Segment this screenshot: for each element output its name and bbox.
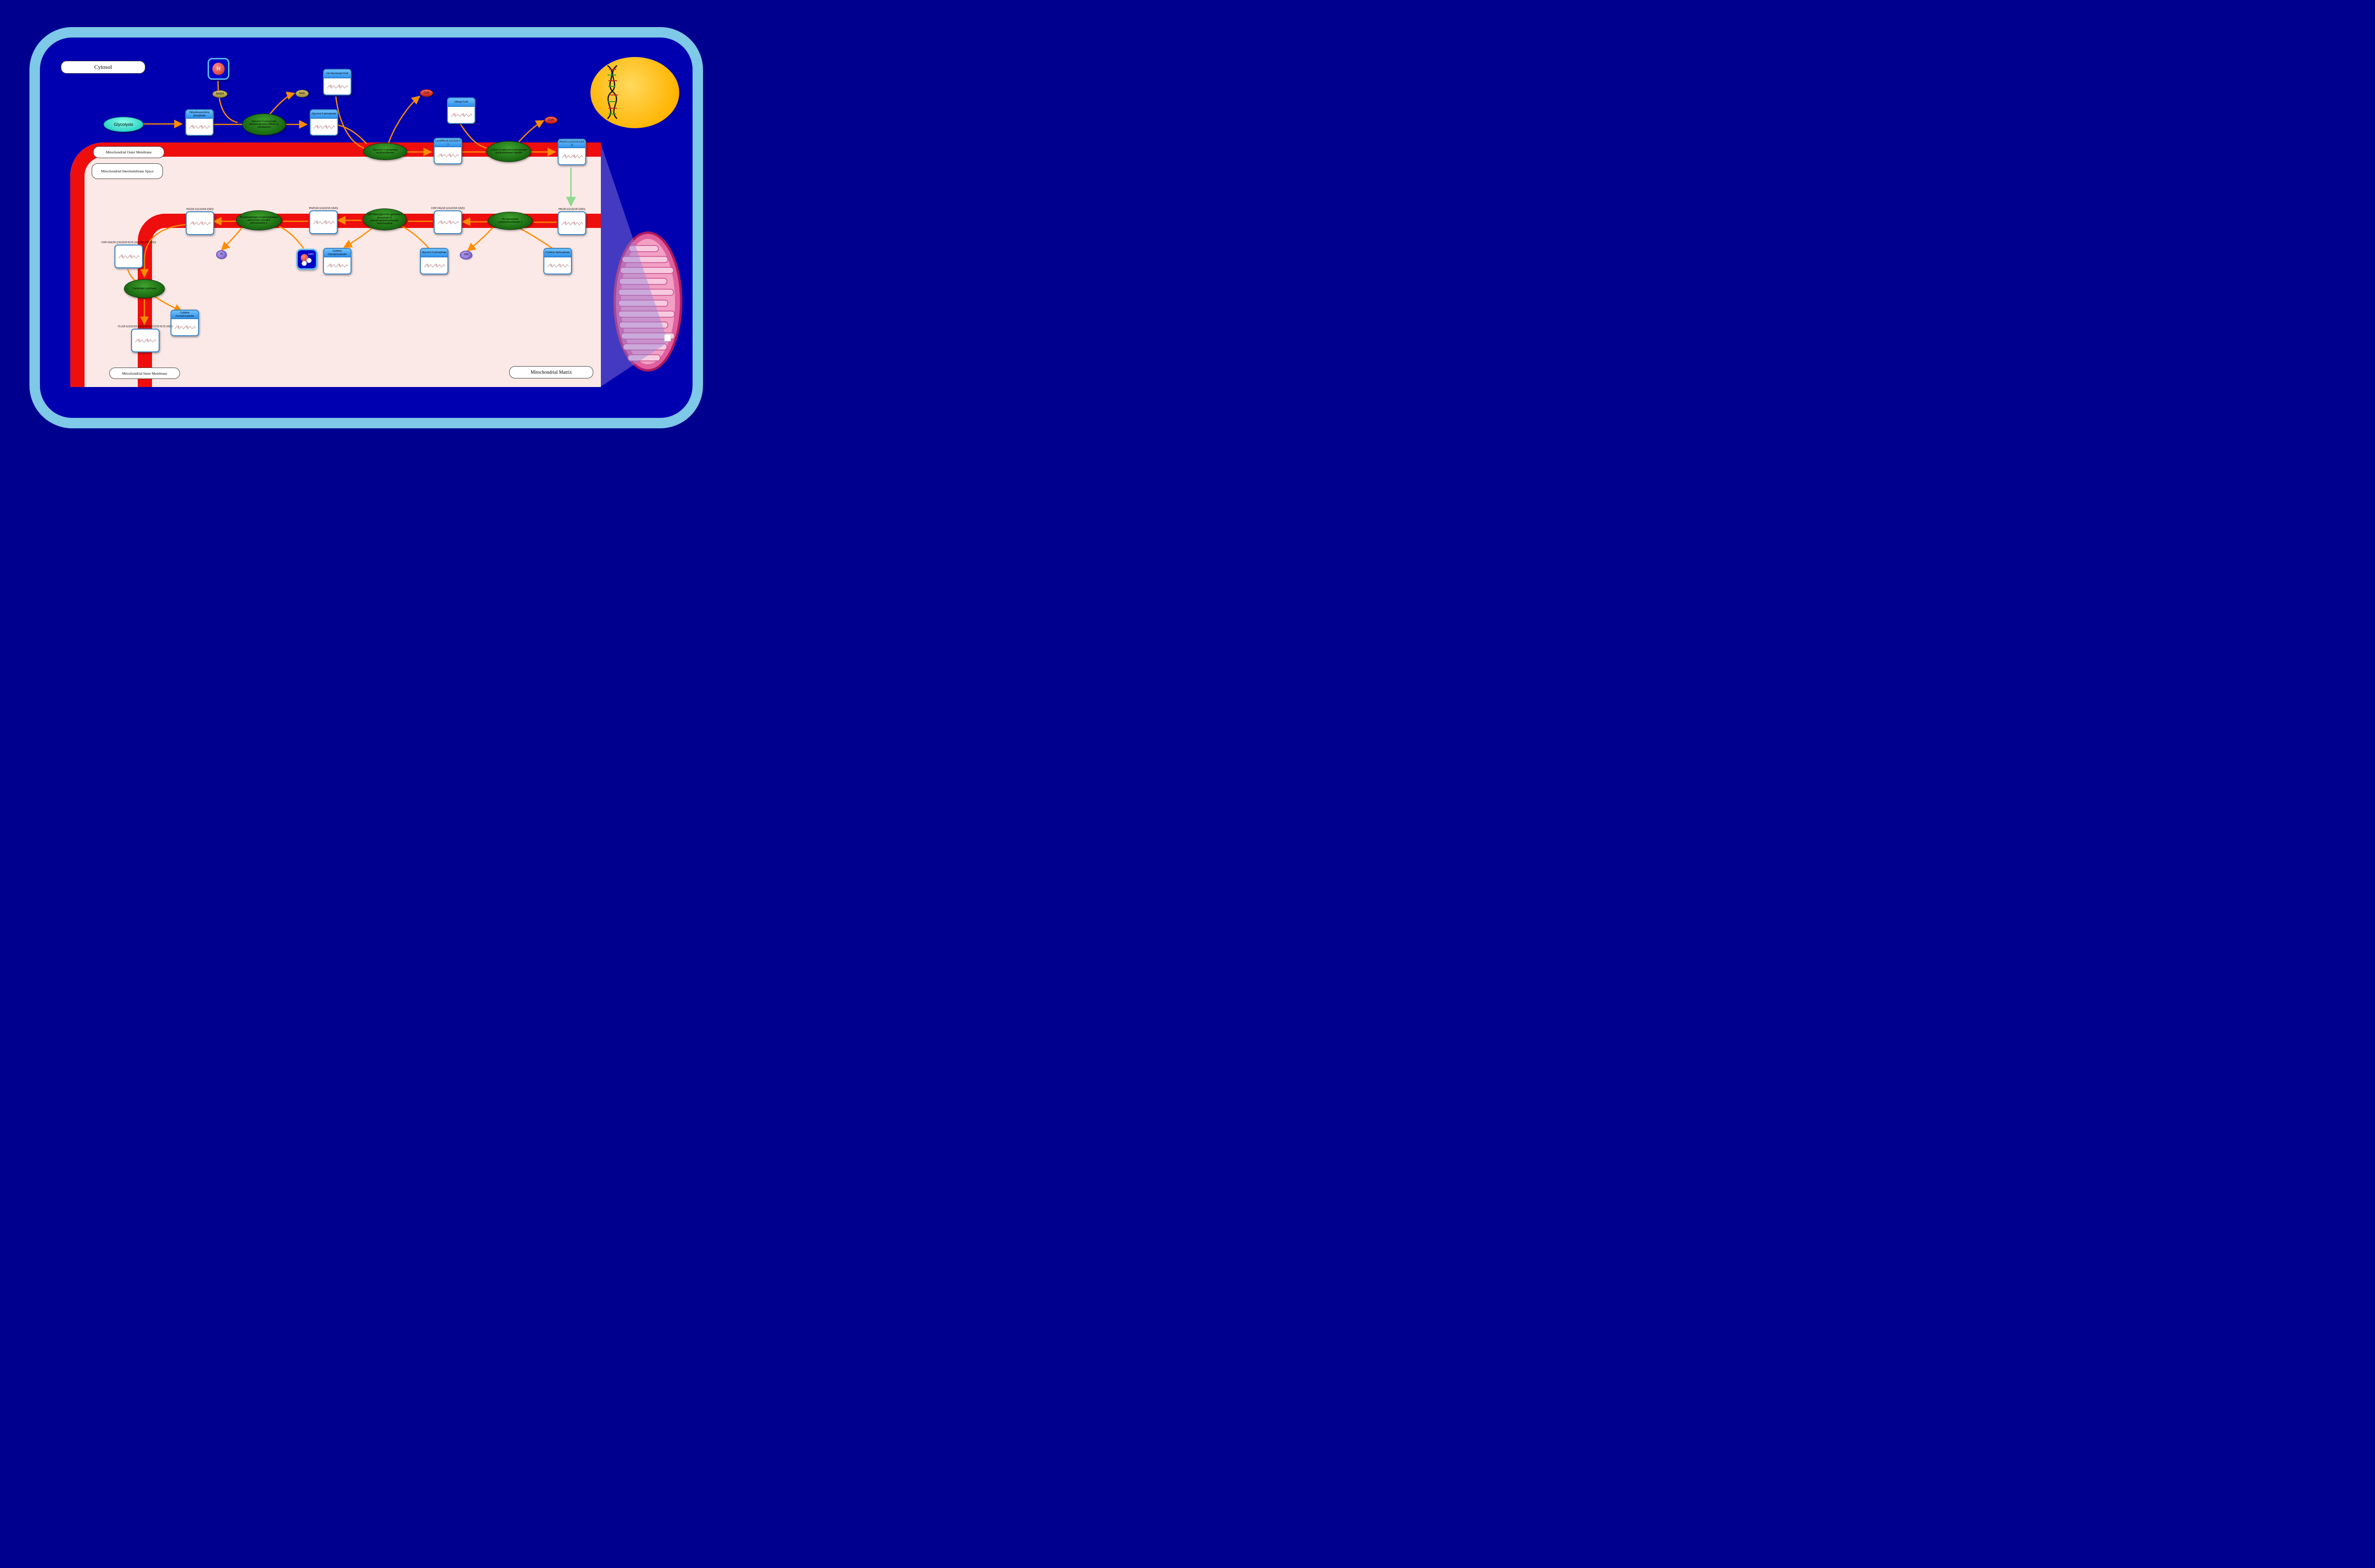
structure-thumbnail <box>561 217 583 229</box>
structure-thumbnail <box>189 121 210 132</box>
nadh-node[interactable]: NADH <box>212 90 228 98</box>
lysopa-box[interactable]: LysoPA(18:1(11Z)/0:0) <box>434 138 462 164</box>
g3p-cytosol-box[interactable]: Glycerol 3-phosphate <box>310 109 338 136</box>
hydrogen-ion: H <box>212 63 225 75</box>
cmp-matrix-box[interactable]: Cytidine monophosphate <box>323 248 352 274</box>
g3p-matrix-box[interactable]: Glycerol 3-phosphate <box>420 248 448 274</box>
cis-vaccenoyl-coa-box[interactable]: cis-Vaccenoyl-CoA <box>323 69 352 95</box>
proton-icon[interactable]: H <box>208 58 229 80</box>
structure-thumbnail <box>174 321 196 333</box>
structure-thumbnail <box>326 81 348 92</box>
structure-thumbnail <box>437 150 459 161</box>
pyrophosphate-node[interactable]: PPi <box>460 251 472 259</box>
dhap-box[interactable]: Dihydoxyacetone phosphate <box>185 109 214 136</box>
pathway-canvas: Cytosol Mitochondrial Outer Membrane Mit… <box>0 0 732 448</box>
glycolysis-node[interactable]: Glycolysis <box>104 117 143 132</box>
enzyme-pcyt2[interactable]: Phosphatidate cytidylyltransferase 2 <box>488 212 532 230</box>
matrix-label: Mitochondrial Matrix <box>509 366 593 378</box>
pa-outer-box[interactable]: PA(18:1(11Z)/18:1(9Z)) <box>558 139 586 165</box>
oleoyl-coa-box[interactable]: Oleoyl-CoA <box>447 97 475 124</box>
hydrogen-atom <box>306 258 312 263</box>
enzyme-agpat[interactable]: 1-Acyl-sn-glycerol-3-phosphate acyltrans… <box>486 141 531 162</box>
hydrogen-atom <box>302 261 307 266</box>
structure-thumbnail <box>118 251 140 262</box>
enzyme-gpd1[interactable]: Glycerol-3-phosphate dehydrogenase [NAD(… <box>242 113 286 135</box>
water-label: H2O <box>308 253 314 256</box>
coa-node-gpat[interactable]: CoA <box>420 89 433 97</box>
structure-thumbnail <box>313 121 335 132</box>
enzyme-crls1[interactable]: Cardiolipin synthase <box>124 279 165 298</box>
phosphate-node[interactable]: Pi <box>216 250 227 259</box>
structure-thumbnail <box>313 217 334 228</box>
structure-thumbnail <box>134 335 156 346</box>
mitochondrion-illustration <box>613 231 683 372</box>
structure-thumbnail <box>437 217 459 228</box>
enzyme-gpat[interactable]: Glycerol-3-phosphate acyltransferase <box>363 143 407 160</box>
structure-thumbnail <box>423 260 445 271</box>
intermembrane-space-label: Mitochondrial Intermembrane Space <box>92 163 163 179</box>
structure-thumbnail <box>326 260 348 271</box>
inner-membrane-label: Mitochondrial Inner Membrane <box>109 368 180 379</box>
outer-membrane-label: Mitochondrial Outer Membrane <box>93 146 164 158</box>
mitochondrial-inner-membrane-band <box>138 214 601 387</box>
dna-icon <box>607 65 618 119</box>
coa-node-agpat[interactable]: CoA <box>544 116 558 124</box>
structure-thumbnail <box>561 151 583 162</box>
pa-inner-box[interactable]: PA(18:1(11Z)/18:1(9Z)) <box>558 208 586 235</box>
enzyme-ptpmt1[interactable]: Phosphatidylglycerophosphatase and prote… <box>236 210 282 230</box>
cardiolipin-box[interactable]: CL(18:1(11Z)/18:1(9Z)/18:1(11Z)/22:5(7Z,… <box>118 325 173 352</box>
cdp-dg-225-box[interactable]: CDP-DG(18:1(11Z)/22:5(7Z,10Z,13Z,16Z,19Z… <box>101 241 156 268</box>
structure-thumbnail <box>189 217 211 229</box>
structure-thumbnail <box>450 109 472 121</box>
ctp-box[interactable]: Cytidine triphosphate <box>543 248 572 274</box>
nad-node[interactable]: NAD <box>295 90 309 97</box>
cdp-dg-box[interactable]: CDP-DG(18:1(11Z)/18:1(9Z)) <box>431 207 465 234</box>
pgp-box[interactable]: PGP(18:1(11Z)/18:1(9Z)) <box>309 207 338 234</box>
structure-thumbnail <box>547 260 569 271</box>
pg-box[interactable]: PG(18:1(11Z)/18:1(9Z)) <box>186 208 214 235</box>
water-icon[interactable]: H2O <box>296 249 317 270</box>
nucleus <box>590 57 679 128</box>
cytosol-label: Cytosol <box>61 61 145 74</box>
cmp-cardiolipin-box[interactable]: Cytidine monophosphate <box>171 310 199 336</box>
enzyme-pgs1[interactable]: CDP-diacylglycerol--glycerol-3-phosphate… <box>363 208 407 230</box>
